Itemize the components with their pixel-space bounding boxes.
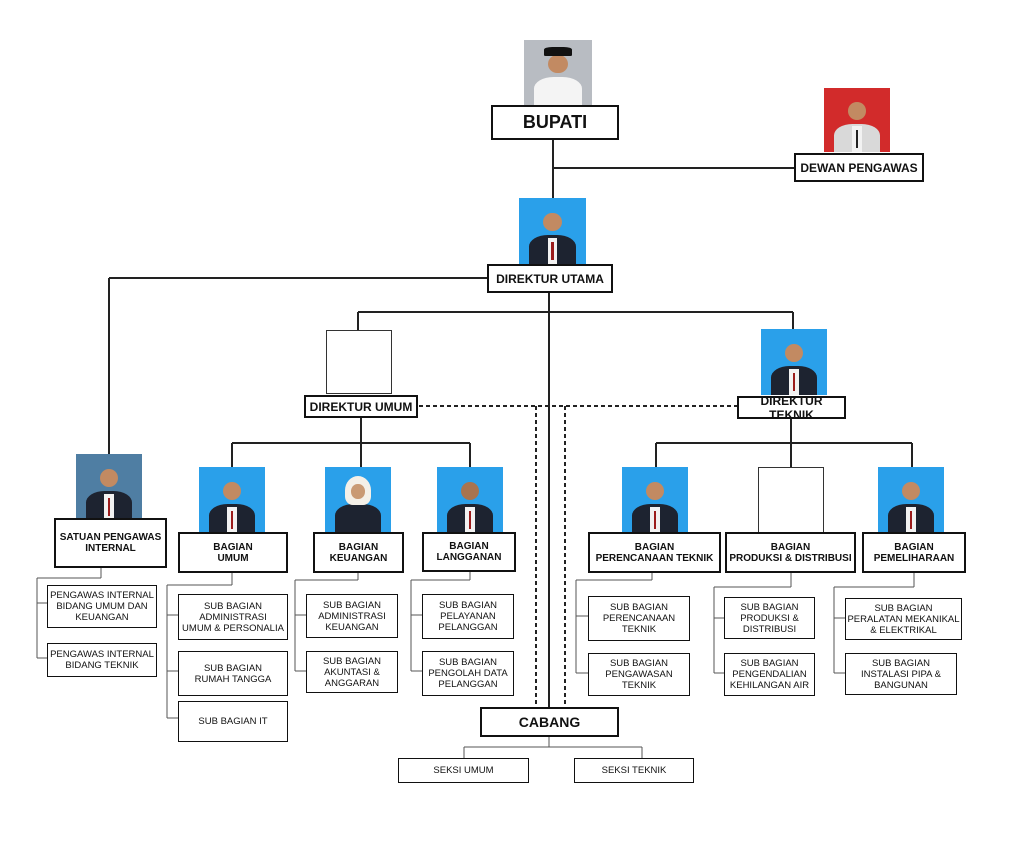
sub-perencanaan-box: SUB BAGIAN PERENCANAAN TEKNIK [588, 596, 690, 641]
bagian-umum-box: BAGIAN UMUM [178, 532, 288, 573]
sub-admin-keuangan-box: SUB BAGIAN ADMINISTRASI KEUANGAN [306, 594, 398, 638]
bagian-produksi-photo-placeholder [758, 467, 824, 533]
spi-photo [76, 454, 142, 520]
direktur-umum-box: DIREKTUR UMUM [304, 395, 418, 418]
bagian-pemeliharaan-box: BAGIAN PEMELIHARAAN [862, 532, 966, 573]
sub-rumah-tangga-box: SUB BAGIAN RUMAH TANGGA [178, 651, 288, 696]
sub-it-box: SUB BAGIAN IT [178, 701, 288, 742]
sub-peralatan-box: SUB BAGIAN PERALATAN MEKANIKAL & ELEKTRI… [845, 598, 962, 640]
satuan-pengawas-internal-box: SATUAN PENGAWAS INTERNAL [54, 518, 167, 568]
sub-pengolah-data-box: SUB BAGIAN PENGOLAH DATA PELANGGAN [422, 651, 514, 696]
cabang-box: CABANG [480, 707, 619, 737]
bupati-photo [524, 40, 592, 106]
sub-pelayanan-box: SUB BAGIAN PELAYANAN PELANGGAN [422, 594, 514, 639]
bagian-perencanaan-photo [622, 467, 688, 533]
bagian-produksi-distribusi-box: BAGIAN PRODUKSI & DISTRIBUSI [725, 532, 856, 573]
bagian-pemeliharaan-photo [878, 467, 944, 533]
sub-akuntasi-box: SUB BAGIAN AKUNTASI & ANGGARAN [306, 651, 398, 693]
bagian-langganan-box: BAGIAN LANGGANAN [422, 532, 516, 572]
seksi-teknik-box: SEKSI TEKNIK [574, 758, 694, 783]
bagian-keuangan-photo [325, 467, 391, 533]
dewan-pengawas-photo [824, 88, 890, 152]
seksi-umum-box: SEKSI UMUM [398, 758, 529, 783]
bagian-umum-photo [199, 467, 265, 533]
sub-pengawasan-box: SUB BAGIAN PENGAWASAN TEKNIK [588, 653, 690, 696]
sub-produksi-box: SUB BAGIAN PRODUKSI & DISTRIBUSI [724, 597, 815, 639]
bagian-langganan-photo [437, 467, 503, 533]
sub-pengendalian-box: SUB BAGIAN PENGENDALIAN KEHILANGAN AIR [724, 653, 815, 696]
direktur-utama-box: DIREKTUR UTAMA [487, 264, 613, 293]
spi-umum-keuangan-box: PENGAWAS INTERNAL BIDANG UMUM DAN KEUANG… [47, 585, 157, 628]
direktur-teknik-box: DIREKTUR TEKNIK [737, 394, 846, 422]
bagian-keuangan-box: BAGIAN KEUANGAN [313, 532, 404, 573]
direktur-teknik-photo [761, 329, 827, 395]
spi-teknik-box: PENGAWAS INTERNAL BIDANG TEKNIK [47, 643, 157, 677]
sub-instalasi-box: SUB BAGIAN INSTALASI PIPA & BANGUNAN [845, 653, 957, 695]
direktur-utama-photo [519, 198, 586, 264]
dewan-pengawas-box: DEWAN PENGAWAS [794, 153, 924, 182]
bagian-perencanaan-teknik-box: BAGIAN PERENCANAAN TEKNIK [588, 532, 721, 573]
bupati-box: BUPATI [491, 105, 619, 140]
sub-admin-umum-box: SUB BAGIAN ADMINISTRASI UMUM & PERSONALI… [178, 594, 288, 640]
direktur-umum-photo-placeholder [326, 330, 392, 394]
